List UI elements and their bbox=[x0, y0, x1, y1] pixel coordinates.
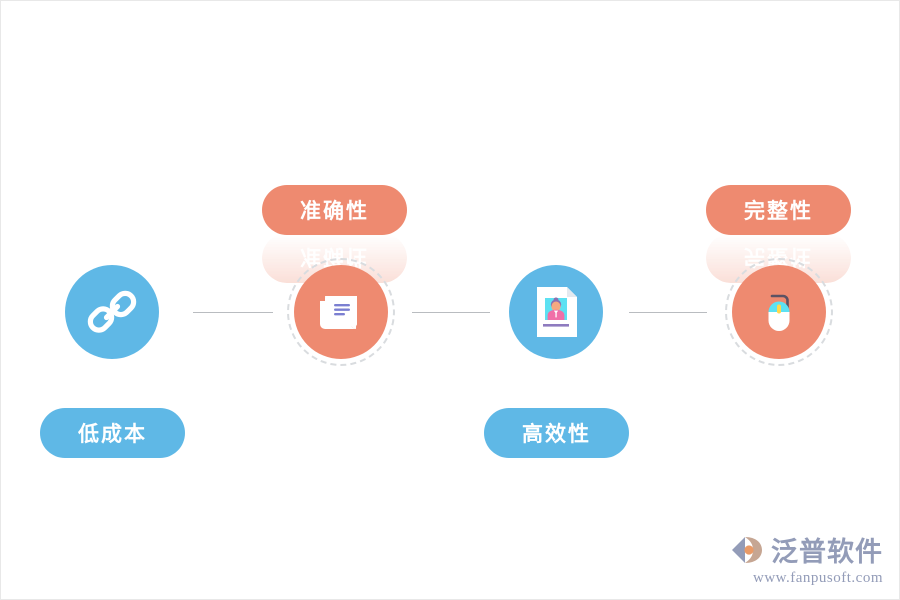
pill-completeness[interactable]: 完整性 bbox=[706, 185, 851, 235]
watermark-brand: 泛普软件 bbox=[771, 537, 883, 567]
watermark-url: www.fanpusoft.com bbox=[752, 570, 883, 586]
connector-line-2 bbox=[412, 312, 490, 313]
pill-efficiency-label: 高效性 bbox=[522, 423, 591, 446]
pill-completeness-label: 完整性 bbox=[744, 200, 813, 223]
pill-efficiency[interactable]: 高效性 bbox=[484, 408, 629, 458]
node-circle-efficiency[interactable] bbox=[509, 265, 603, 359]
watermark-brand-row: 泛普软件 bbox=[729, 530, 883, 569]
node-circle-accuracy[interactable] bbox=[287, 258, 395, 366]
node-circle-low-cost[interactable] bbox=[65, 265, 159, 359]
pill-low-cost-label: 低成本 bbox=[78, 423, 147, 446]
computer-mouse-icon bbox=[768, 294, 790, 331]
connector-line-1 bbox=[193, 312, 273, 313]
chain-link-icon bbox=[87, 290, 137, 333]
pill-low-cost[interactable]: 低成本 bbox=[40, 408, 185, 458]
id-card-icon bbox=[537, 287, 577, 337]
fanpu-logo-icon bbox=[732, 536, 762, 563]
watermark: 泛普软件 www.fanpusoft.com bbox=[729, 530, 883, 587]
node-circle-completeness[interactable] bbox=[725, 258, 833, 366]
connector-line-3 bbox=[629, 312, 707, 313]
scroll-document-icon bbox=[320, 296, 357, 329]
pill-accuracy[interactable]: 准确性 bbox=[262, 185, 407, 235]
pill-accuracy-label: 准确性 bbox=[300, 200, 369, 223]
